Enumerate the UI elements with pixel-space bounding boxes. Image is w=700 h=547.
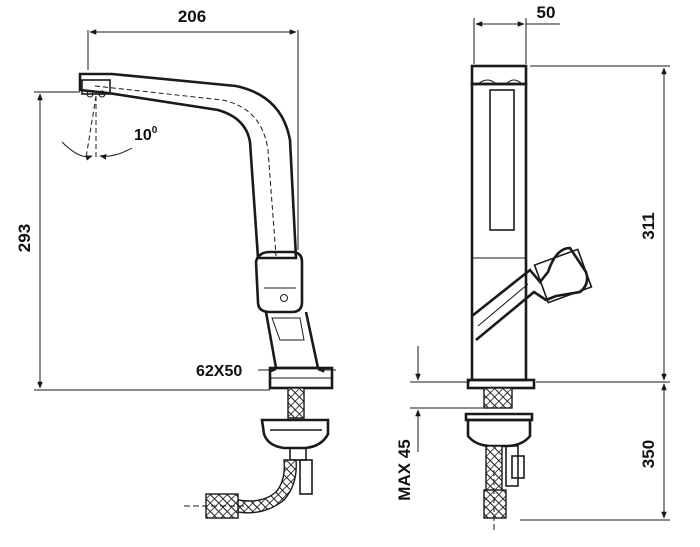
dim-max-deck: MAX 45 [395, 439, 414, 500]
dim-height-to-outlet: 293 [15, 224, 34, 252]
dim-hose-length: 350 [639, 440, 658, 468]
braided-hose [237, 459, 297, 514]
spout-centerline [94, 85, 277, 257]
lever-handle [254, 250, 304, 314]
front-base [466, 378, 536, 390]
side-view: 206 293 100 62X50 [15, 7, 336, 519]
front-view: 50 311 350 MAX 45 [395, 3, 670, 530]
copper-pipe [299, 459, 313, 495]
spout-outline [78, 72, 298, 260]
shank-thread [287, 387, 305, 419]
fixing-bracket [260, 418, 330, 450]
dim-total-height: 311 [639, 212, 658, 239]
dim-spout-reach: 206 [178, 7, 206, 26]
dim-spout-angle: 100 [134, 125, 158, 144]
degree-mark: 0 [152, 125, 158, 136]
front-bracket [466, 418, 532, 448]
aerator [81, 79, 111, 95]
dim-base-size: 62X50 [196, 363, 242, 380]
dim-tap-width: 50 [537, 3, 556, 22]
